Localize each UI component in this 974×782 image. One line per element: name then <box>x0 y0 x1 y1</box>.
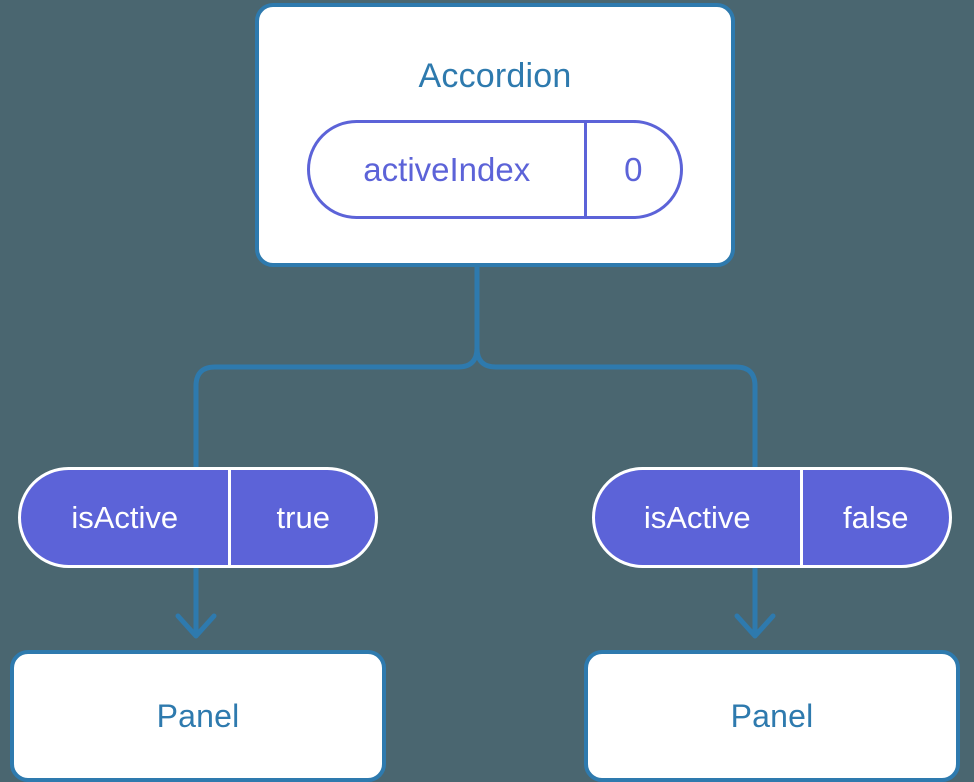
panel-card-left-title: Panel <box>156 697 240 734</box>
connector-trunk-split-right <box>474 263 758 470</box>
prop-pill-active-index-key: activeIndex <box>310 123 587 216</box>
prop-pill-active-index[interactable]: activeIndex 0 <box>307 120 683 219</box>
state-pill-is-active-false[interactable]: isActive false <box>592 467 952 568</box>
prop-pill-active-index-value: 0 <box>624 150 643 188</box>
state-pill-is-active-true[interactable]: isActive true <box>18 467 378 568</box>
state-pill-is-active-false-key: isActive <box>595 470 803 565</box>
state-pill-is-active-true-key: isActive <box>21 470 232 565</box>
panel-component-card-left[interactable]: Panel <box>10 650 386 782</box>
state-pill-is-active-false-value: false <box>843 499 909 535</box>
arrow-left-pill-to-panel <box>175 565 217 639</box>
state-pill-is-active-true-value: true <box>276 499 330 535</box>
arrow-right-pill-to-panel <box>734 565 776 639</box>
panel-card-right-title: Panel <box>730 697 814 734</box>
panel-component-card-right[interactable]: Panel <box>584 650 960 782</box>
connector-trunk-split <box>193 263 480 470</box>
accordion-card-title: Accordion <box>418 57 572 95</box>
